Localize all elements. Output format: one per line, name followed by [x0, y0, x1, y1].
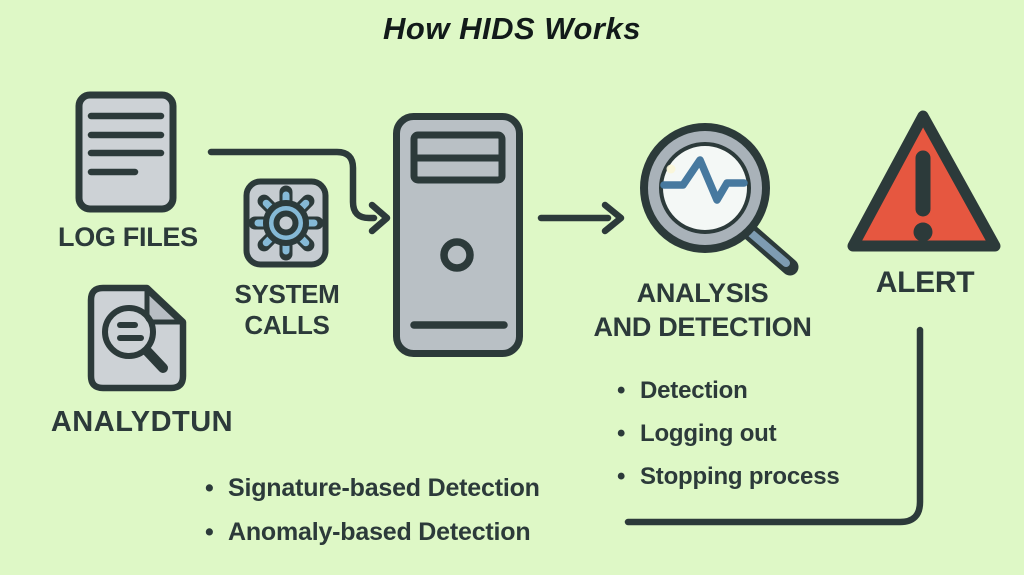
analysis-label-line1: ANALYSIS	[636, 278, 769, 308]
list-item: Signature-based Detection	[203, 466, 540, 510]
detection-methods-list: Signature-based Detection Anomaly-based …	[203, 466, 540, 554]
document-magnifier-icon	[87, 284, 187, 392]
computer-tower-icon	[393, 113, 523, 357]
connector-alert-to-bottom	[624, 326, 924, 526]
log-files-label: LOG FILES	[58, 222, 198, 252]
page-title: How HIDS Works	[383, 11, 641, 46]
warning-triangle-icon	[847, 110, 1001, 252]
analysis-label-line2: AND DETECTION	[593, 312, 812, 342]
list-item: Logging out	[615, 412, 840, 455]
magnifier-waveform-icon	[640, 123, 799, 276]
arrow-host-to-analysis-head	[601, 201, 625, 235]
alert-label: ALERT	[875, 266, 975, 299]
gear-icon	[243, 178, 329, 268]
analydtun-label: ANALYDTUN	[50, 406, 234, 438]
arrow-logfiles-to-host-head	[368, 201, 391, 235]
document-lines-icon	[75, 91, 177, 213]
list-item: Detection	[615, 369, 840, 412]
system-calls-label: SYSTEM CALLS	[234, 279, 340, 340]
analysis-detection-label: ANALYSIS AND DETECTION	[580, 276, 825, 344]
arrow-logfiles-to-host	[207, 148, 378, 222]
list-item: Anomaly-based Detection	[203, 510, 540, 554]
list-item: Stopping process	[615, 455, 840, 498]
response-actions-list: Detection Logging out Stopping process	[615, 369, 840, 498]
